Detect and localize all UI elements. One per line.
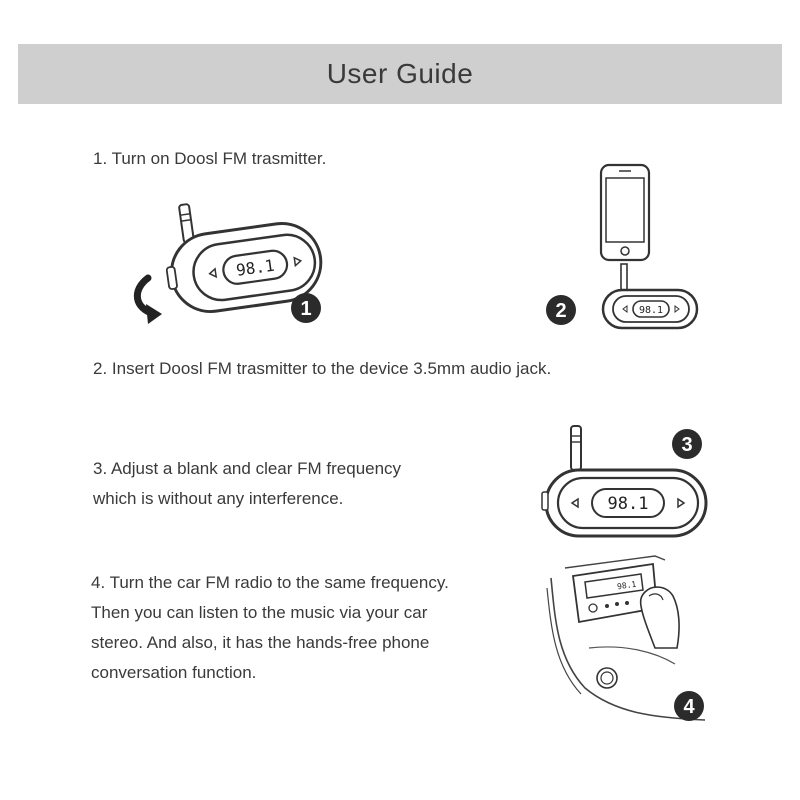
badge-4-icon: 4 bbox=[674, 691, 704, 721]
phone-transmitter-illustration: 98.1 bbox=[599, 163, 699, 330]
svg-text:1: 1 bbox=[300, 298, 311, 320]
transmitter-power-illustration: 98.1 bbox=[134, 203, 323, 324]
lcd-frequency-2: 98.1 bbox=[639, 305, 663, 316]
svg-text:4: 4 bbox=[683, 696, 695, 718]
page-title: User Guide bbox=[326, 58, 474, 89]
step-3-line-2: which is without any interference. bbox=[93, 489, 344, 508]
lcd-frequency-4: 98.1 bbox=[616, 580, 637, 592]
badge-1-icon: 1 bbox=[291, 293, 321, 323]
transmitter-frequency-illustration: 98.1 bbox=[541, 425, 708, 538]
svg-text:3: 3 bbox=[681, 434, 692, 456]
step-1-text: 1. Turn on Doosl FM trasmitter. bbox=[93, 149, 327, 168]
step-4-line-2: Then you can listen to the music via you… bbox=[91, 603, 428, 622]
step-2-text: 2. Insert Doosl FM trasmitter to the dev… bbox=[93, 359, 552, 378]
guide-header: User Guide bbox=[18, 44, 782, 104]
step-3-text: 3. Adjust a blank and clear FM frequency… bbox=[93, 454, 493, 514]
step-3-line-1: 3. Adjust a blank and clear FM frequency bbox=[93, 459, 402, 478]
car-radio-illustration: 98.1 bbox=[546, 555, 706, 721]
lcd-frequency-3: 98.1 bbox=[608, 494, 649, 514]
svg-text:2: 2 bbox=[555, 300, 566, 322]
badge-3-icon: 3 bbox=[672, 429, 702, 459]
step-4-text: 4. Turn the car FM radio to the same fre… bbox=[91, 568, 521, 688]
step-4-line-1: 4. Turn the car FM radio to the same fre… bbox=[91, 573, 449, 592]
step-4-line-3: stereo. And also, it has the hands-free … bbox=[91, 633, 430, 652]
step-4-line-4: conversation function. bbox=[91, 663, 257, 682]
badge-2-icon: 2 bbox=[546, 295, 576, 325]
